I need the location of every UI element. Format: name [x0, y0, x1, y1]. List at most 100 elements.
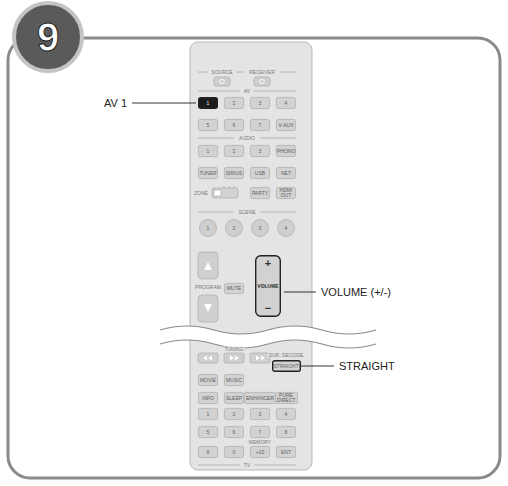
- button-label: 4: [277, 412, 295, 417]
- button-label: 9: [199, 450, 217, 455]
- remote-button: NET: [276, 167, 296, 179]
- step-number: 9: [37, 17, 59, 57]
- button-label: VOLUME: [256, 284, 280, 289]
- button-label: TUNER: [199, 171, 217, 176]
- button-label: 7: [251, 430, 269, 435]
- button-label: 2: [225, 412, 243, 417]
- button-label: NET: [277, 171, 295, 176]
- button-label: USB: [251, 171, 269, 176]
- button-label: ENHANCER: [246, 396, 274, 401]
- remote-button: SLEEP: [224, 392, 244, 404]
- button-label: 7: [251, 123, 269, 128]
- remote-button: 3: [250, 145, 270, 157]
- button-label: SLEEP: [225, 396, 243, 401]
- remote-button: 4: [276, 408, 296, 420]
- leader-lines: [132, 103, 334, 366]
- button-label: 2: [225, 149, 243, 154]
- button-label: 0: [225, 450, 243, 455]
- zone-switch: [212, 186, 238, 198]
- remote-button: MOVIE: [198, 374, 218, 386]
- button-label: 2: [225, 101, 243, 106]
- remote-button: V-AUX: [276, 119, 296, 131]
- remote-button: 3: [250, 408, 270, 420]
- button-label: +: [256, 258, 280, 269]
- remote-button: MUTE: [224, 283, 244, 294]
- button-label: PARTY: [251, 191, 269, 196]
- remote-button: 2: [224, 408, 244, 420]
- button-label: 1: [199, 101, 217, 106]
- button-label: 1: [200, 226, 216, 231]
- cut-break: [160, 326, 376, 348]
- button-label: HDMI OUT: [277, 188, 295, 198]
- button-label: ENT: [277, 450, 295, 455]
- callout-label: VOLUME (+/-): [320, 287, 392, 298]
- button-label: 5: [199, 430, 217, 435]
- remote-button: 5: [198, 119, 218, 131]
- remote-button: 7: [250, 426, 270, 438]
- button-label: 6: [225, 123, 243, 128]
- section-label: SUR. DECODE: [268, 353, 305, 358]
- remote-button: HDMI OUT: [276, 187, 296, 199]
- button-label: MUSIC: [225, 378, 243, 383]
- power-buttons: [214, 77, 270, 86]
- button-label: −: [256, 303, 280, 314]
- remote-button: 3: [250, 97, 270, 109]
- remote-button: 2: [224, 97, 244, 109]
- section-rules: [198, 72, 296, 465]
- remote-button: PURE DIRECT: [275, 392, 298, 404]
- button-label: 1: [199, 412, 217, 417]
- remote-button: MUSIC: [224, 374, 244, 386]
- remote-button: ENHANCER: [244, 392, 276, 404]
- scene-button: 1: [199, 219, 217, 237]
- step-frame: [8, 38, 500, 478]
- button-label: 3: [251, 149, 269, 154]
- tuning-buttons: [198, 353, 270, 363]
- section-label: SOURCE: [210, 70, 233, 75]
- button-label: 8: [277, 430, 295, 435]
- remote-button: 2: [224, 145, 244, 157]
- remote-button: 1: [198, 97, 218, 109]
- section-label: TUNING: [223, 347, 244, 352]
- remote-button: USB: [250, 167, 270, 179]
- volume-button: + VOLUME −: [255, 255, 281, 317]
- section-label: SCENE: [237, 210, 256, 215]
- section-label: RECEIVER: [248, 70, 276, 75]
- button-label: INFO: [199, 396, 217, 401]
- remote-body: [190, 42, 312, 470]
- remote-button: 8: [276, 426, 296, 438]
- remote-button: 6: [224, 119, 244, 131]
- remote-button: 4: [276, 97, 296, 109]
- remote-button: 9: [198, 446, 218, 458]
- button-label: MOVIE: [199, 378, 217, 383]
- button-label: MUTE: [225, 286, 243, 291]
- remote-button: INFO: [198, 392, 218, 404]
- scene-button: 3: [251, 219, 269, 237]
- remote-button: TUNER: [198, 167, 218, 179]
- button-label: PHONO: [277, 149, 295, 154]
- button-label: 4: [278, 226, 294, 231]
- scene-button: 2: [225, 219, 243, 237]
- button-label: 6: [225, 430, 243, 435]
- scene-button: 4: [277, 219, 295, 237]
- remote-button: 6: [224, 426, 244, 438]
- remote-button: PHONO: [276, 145, 296, 157]
- remote-button: 7: [250, 119, 270, 131]
- remote-button: 5: [198, 426, 218, 438]
- remote-button: STRAIGHT: [272, 360, 301, 372]
- section-label: AV: [243, 89, 251, 94]
- button-label: 1: [199, 149, 217, 154]
- remote-button: 1: [198, 145, 218, 157]
- step-badge: 9: [10, 1, 86, 73]
- button-label: 3: [252, 226, 268, 231]
- callout-label: AV 1: [103, 98, 128, 109]
- remote-button: 1: [198, 408, 218, 420]
- button-label: V-AUX: [277, 123, 295, 128]
- section-label: AUDIO: [238, 136, 256, 141]
- button-label: 2: [226, 226, 242, 231]
- button-label: +10: [251, 450, 269, 455]
- button-label: PURE DIRECT: [277, 393, 296, 403]
- remote-button: PARTY: [250, 187, 270, 199]
- remote-button: 0: [224, 446, 244, 458]
- section-label: MEMORY: [248, 440, 272, 445]
